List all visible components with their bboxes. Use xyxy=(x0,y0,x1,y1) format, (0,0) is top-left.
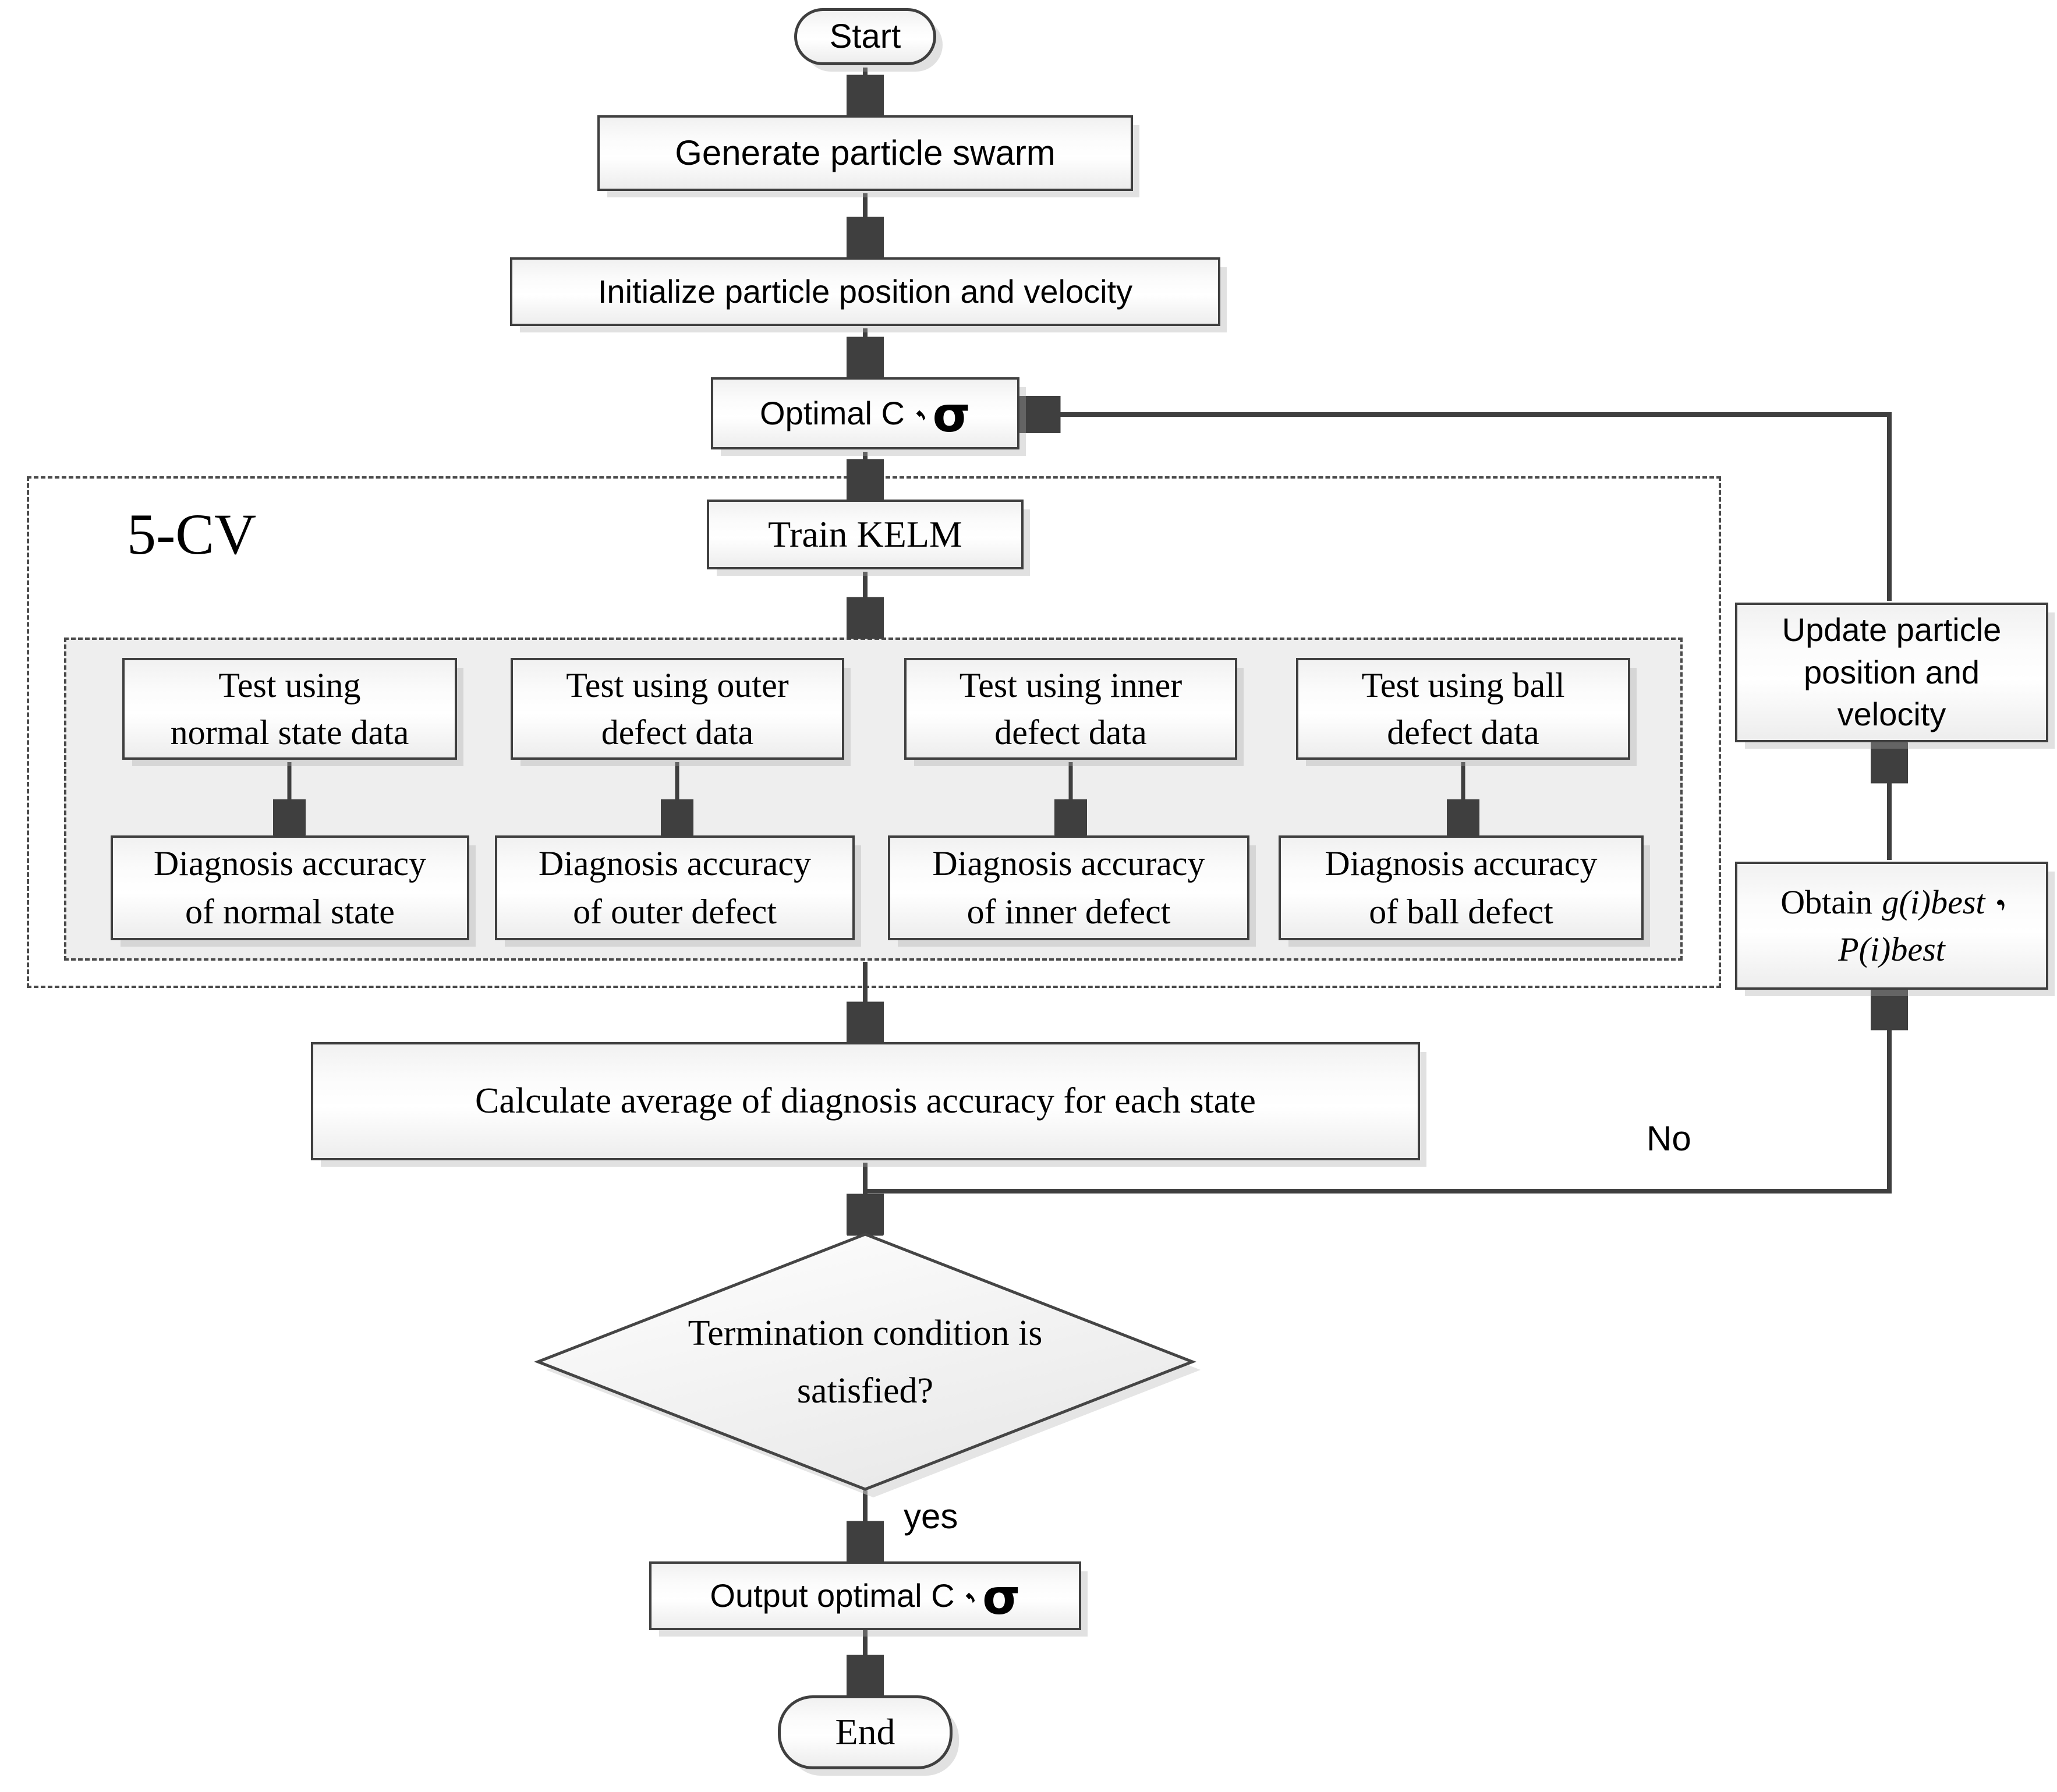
diagnosis-inner-line2: of inner defect xyxy=(966,893,1171,931)
ideographic-comma-icon xyxy=(905,392,922,435)
test-outer-line1: Test using outer xyxy=(566,665,789,704)
diagnosis-ball-box: Diagnosis accuracy of ball defect xyxy=(1279,835,1644,940)
arrow-no-branch-to-obtain xyxy=(865,994,1889,1194)
generate-swarm-box: Generate particle swarm xyxy=(597,115,1133,191)
test-inner-line1: Test using inner xyxy=(959,665,1182,704)
ideographic-comma-icon xyxy=(1985,879,2003,926)
sigma-symbol: σ xyxy=(932,385,971,443)
decision-diamond-shape xyxy=(534,1233,1196,1491)
diagnosis-ball-line2: of ball defect xyxy=(1369,893,1553,931)
update-particle-line1: Update particle xyxy=(1782,611,2002,648)
pbest-term: P(i)best xyxy=(1838,930,1945,968)
cv-group-label: 5-CV xyxy=(127,502,257,566)
initialize-particle-label: Initialize particle position and velocit… xyxy=(597,273,1133,310)
diagnosis-ball-line1: Diagnosis accuracy xyxy=(1325,844,1598,883)
obtain-prefix: Obtain xyxy=(1780,883,1873,921)
calculate-average-box: Calculate average of diagnosis accuracy … xyxy=(311,1042,1420,1160)
output-optimal-box: Output optimal C σ xyxy=(649,1561,1081,1630)
test-normal-box: Test using normal state data xyxy=(122,658,457,760)
diagnosis-inner-line1: Diagnosis accuracy xyxy=(932,844,1205,883)
output-optimal-label: Output optimal C xyxy=(710,1577,955,1614)
update-particle-line3: velocity xyxy=(1837,696,1946,733)
diagnosis-normal-line1: Diagnosis accuracy xyxy=(153,844,427,883)
generate-swarm-label: Generate particle swarm xyxy=(675,133,1056,173)
calculate-average-label: Calculate average of diagnosis accuracy … xyxy=(475,1081,1256,1121)
yes-edge-label: yes xyxy=(904,1497,958,1536)
optimal-parameters-box: Optimal C σ xyxy=(711,377,1019,449)
decision-question: Termination condition is satisfied? xyxy=(603,1287,1127,1438)
train-kelm-label: Train KELM xyxy=(768,513,962,555)
sigma-symbol: σ xyxy=(982,1568,1021,1625)
diagnosis-normal-line2: of normal state xyxy=(185,893,395,931)
update-particle-box: Update particle position and velocity xyxy=(1735,603,2048,742)
test-normal-line2: normal state data xyxy=(170,713,409,752)
start-node: Start xyxy=(794,8,936,65)
decision-line2: satisfied? xyxy=(796,1371,934,1411)
initialize-particle-box: Initialize particle position and velocit… xyxy=(510,257,1220,326)
decision-diamond xyxy=(534,1233,1201,1497)
test-outer-line2: defect data xyxy=(601,713,754,752)
test-normal-line1: Test using xyxy=(218,665,361,704)
test-ball-line1: Test using ball xyxy=(1361,665,1565,704)
test-ball-line2: defect data xyxy=(1387,713,1539,752)
end-node: End xyxy=(778,1695,953,1769)
obtain-best-line2: P(i)best xyxy=(1838,926,1945,973)
test-inner-box: Test using inner defect data xyxy=(904,658,1237,760)
test-outer-box: Test using outer defect data xyxy=(511,658,844,760)
diagnosis-inner-box: Diagnosis accuracy of inner defect xyxy=(888,835,1249,940)
diagnosis-normal-box: Diagnosis accuracy of normal state xyxy=(111,835,469,940)
test-ball-box: Test using ball defect data xyxy=(1296,658,1630,760)
start-label: Start xyxy=(829,17,901,55)
arrow-update-to-optimal xyxy=(1025,415,1892,601)
decision-line1: Termination condition is xyxy=(688,1313,1043,1353)
diagnosis-outer-box: Diagnosis accuracy of outer defect xyxy=(495,835,855,940)
optimal-parameters-label: Optimal C xyxy=(760,395,905,432)
end-label: End xyxy=(835,1711,895,1753)
train-kelm-box: Train KELM xyxy=(707,500,1024,569)
diagnosis-outer-line1: Diagnosis accuracy xyxy=(538,844,812,883)
update-particle-line2: position and xyxy=(1803,653,1980,690)
diagnosis-outer-line2: of outer defect xyxy=(573,893,777,931)
gbest-term: g(i)best xyxy=(1882,883,1985,921)
no-edge-label: No xyxy=(1647,1119,1691,1158)
ideographic-comma-icon xyxy=(955,1574,972,1617)
test-inner-line2: defect data xyxy=(994,713,1147,752)
